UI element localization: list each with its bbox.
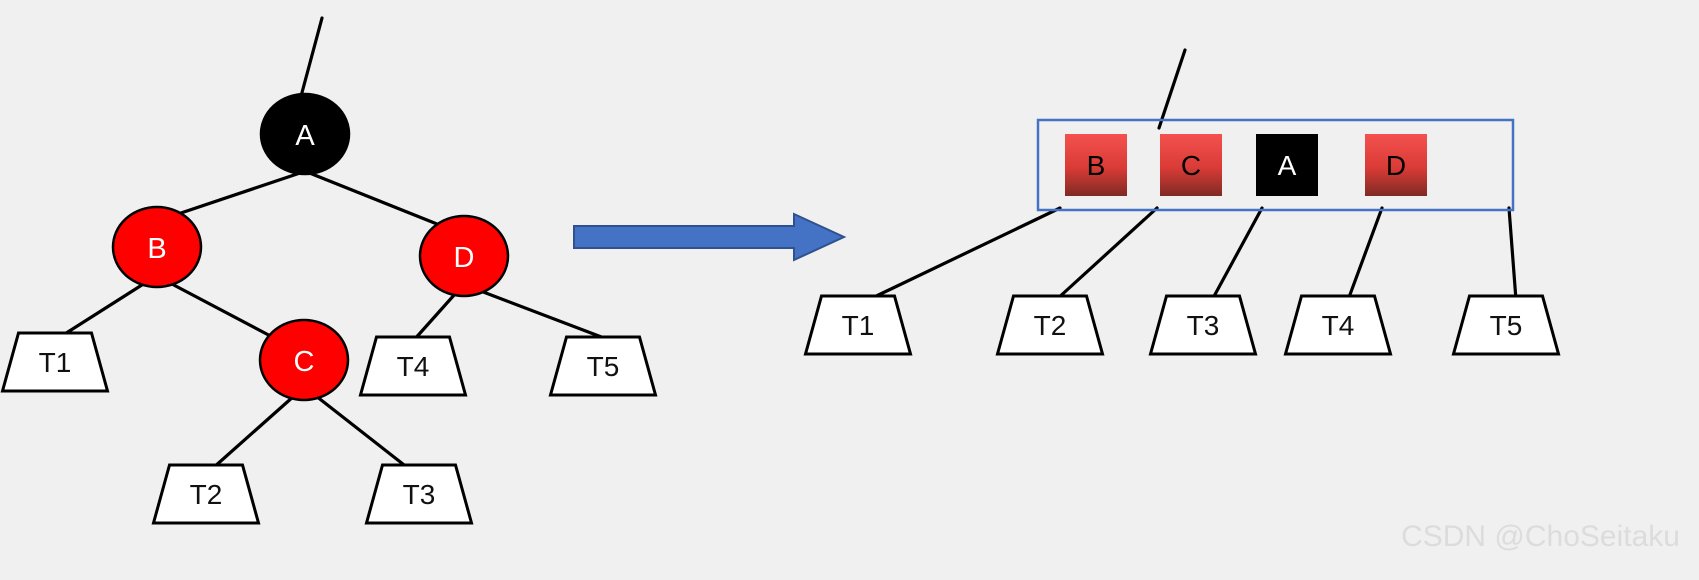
tree-node-label-b: B [147,233,166,265]
key-cell-d [1365,134,1427,196]
right-structure-leaf-label-t1: T1 [842,310,875,341]
key-cell-label-a: A [1278,150,1297,181]
left-tree-leaf-t5 [548,335,658,397]
right-structure-edge-0 [866,206,1062,302]
tree-node-label-c: C [294,346,315,378]
left-tree-edge-5 [476,288,614,343]
left-tree-leaf-label-t4: T4 [397,351,430,382]
left-tree-leaf-label-t5: T5 [587,351,620,382]
node-container-box [1036,118,1515,212]
right-structure-edge-4 [1507,206,1518,302]
tree-node-a [259,92,351,176]
left-tree-parent-stub [298,16,324,102]
right-structure-edge-2 [1210,206,1264,302]
key-cell-label-d: D [1386,150,1406,181]
transform-arrow-group [573,212,847,262]
tree-node-label-a: A [295,120,315,152]
left-tree-edge-6 [211,394,296,470]
left-tree-edge-7 [314,394,410,470]
right-structure-leaf-label-t4: T4 [1322,310,1355,341]
left-tree-edge-4 [411,292,457,343]
left-tree-leaf-t4 [358,335,468,397]
right-structure-leaf-t2 [995,294,1105,356]
right-structure-leaf-label-t5: T5 [1490,310,1523,341]
right-structure: B C A D T1 T2 T3 T4 T5 [803,48,1561,356]
right-structure-leaf-t1 [803,294,913,356]
right-structure-leaf-t4 [1283,294,1393,356]
right-structure-leaf-label-t2: T2 [1034,310,1067,341]
left-tree-leaf-t1 [0,331,110,393]
right-structure-parent-stub [1157,48,1187,130]
key-cell-b [1065,134,1127,196]
right-structure-leaf-t3 [1148,294,1258,356]
watermark-text: CSDN @ChoSeitaku [1401,520,1680,553]
transform-arrow-icon [573,212,847,262]
key-cell-label-b: B [1087,150,1106,181]
tree-node-b [111,205,203,289]
tree-node-d [418,214,510,298]
left-tree-leaf-label-t1: T1 [39,347,72,378]
left-tree-leaf-t2 [151,463,261,525]
tree-node-c [258,318,350,402]
left-tree-leaf-t3 [364,463,474,525]
left-tree-edge-3 [168,281,280,342]
left-tree-leaf-label-t2: T2 [190,479,223,510]
left-tree-edge-0 [173,170,305,217]
left-tree-edge-2 [58,281,147,339]
key-cell-a [1256,134,1318,196]
key-cell-label-c: C [1181,150,1201,181]
left-tree-leaf-label-t3: T3 [403,479,436,510]
left-tree-edge-1 [305,170,444,228]
right-structure-edge-3 [1346,206,1384,302]
key-cell-c [1160,134,1222,196]
right-structure-leaf-label-t3: T3 [1187,310,1220,341]
right-structure-leaf-t5 [1451,294,1561,356]
right-structure-edge-1 [1054,206,1159,302]
tree-node-label-d: D [454,242,475,274]
